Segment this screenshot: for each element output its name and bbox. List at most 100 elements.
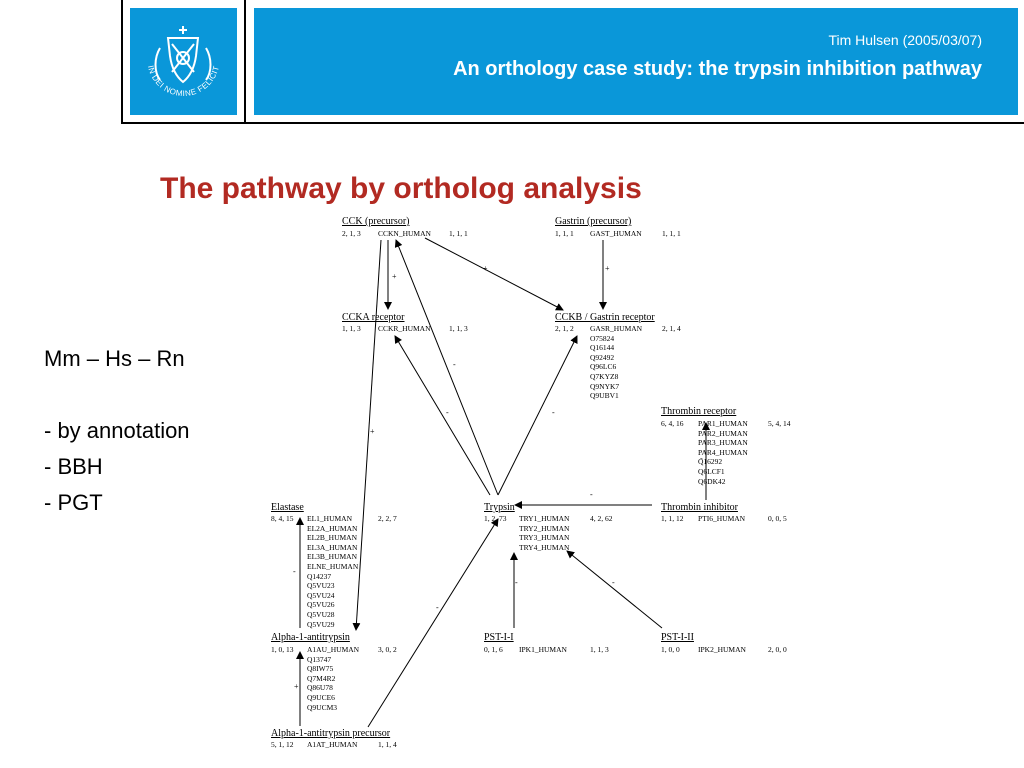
node-counts: 1, 1, 3 (342, 324, 361, 333)
protein-id: A1AU_HUMAN (307, 645, 360, 654)
sign-trypsin-cckb: - (552, 408, 555, 417)
protein-id: Q6DK42 (698, 476, 726, 486)
protein-id: Q7M4R2 (307, 673, 336, 683)
node-right-counts: 2, 0, 0 (768, 645, 787, 654)
logo: IN DEI NOMINE FELICITER (127, 1, 237, 115)
protein-id: Q9UBV1 (590, 391, 619, 401)
edge-cck-cckb (424, 237, 564, 311)
node-right-counts: 1, 1, 4 (378, 740, 397, 749)
sign-trypsin-ccka: - (446, 408, 449, 417)
protein-id: TRY2_HUMAN (519, 523, 570, 533)
protein-id: A1AT_HUMAN (307, 740, 358, 749)
protein-id: Q13747 (307, 654, 332, 664)
node-counts: 0, 1, 6 (484, 645, 503, 654)
node-title: Thrombin inhibitor (661, 502, 738, 513)
node-title: CCKB / Gastrin receptor (555, 312, 655, 323)
slide-subtitle: An orthology case study: the trypsin inh… (453, 58, 982, 80)
protein-id: EL2B_HUMAN (307, 533, 357, 543)
sign-thrombin-inhibitor-receptor: - (700, 454, 703, 463)
node-title: Alpha-1-antitrypsin precursor (271, 728, 391, 739)
protein-id: TRY3_HUMAN (519, 533, 570, 543)
node-ids: IPK1_HUMAN (519, 645, 567, 655)
protein-id: Q7KYZ8 (590, 371, 619, 381)
protein-id: Q9NYK7 (590, 381, 620, 391)
node-title: Thrombin receptor (661, 406, 737, 417)
sign-gastrin-cckb: + (605, 264, 610, 273)
method-bbh: - BBH (44, 454, 103, 479)
node-title: PST-I-I (484, 632, 514, 643)
node-ids: GAST_HUMAN (590, 229, 642, 239)
protein-id: Q9UCE6 (307, 692, 335, 702)
protein-id: Q5VU24 (307, 590, 335, 600)
protein-id: O75824 (590, 333, 615, 343)
node-ids: CCKR_HUMAN (378, 324, 431, 334)
node-right-counts: 2, 2, 7 (378, 514, 397, 523)
node-title: Alpha-1-antitrypsin (271, 632, 350, 643)
protein-id: CCKN_HUMAN (378, 229, 431, 238)
sign-cck-a1at: + (370, 427, 375, 436)
node-right-counts: 1, 1, 3 (449, 324, 468, 333)
edge-trypsin-cck (394, 239, 499, 496)
edge-precursor-trypsin (367, 518, 499, 728)
author-date: Tim Hulsen (2005/03/07) (828, 32, 982, 48)
node-ids: CCKN_HUMAN (378, 229, 431, 239)
edge-trypsin-cckb (497, 335, 578, 496)
header-frame-left (121, 0, 123, 124)
slide-title: The pathway by ortholog analysis (160, 172, 642, 205)
header-frame-divider (244, 0, 246, 124)
node-ids: IPK2_HUMAN (698, 645, 746, 655)
species-label: Mm – Hs – Rn (44, 346, 185, 371)
sign-elastase-a1at: - (293, 567, 296, 576)
node-ids: PTI6_HUMAN (698, 514, 745, 524)
protein-id: GAST_HUMAN (590, 229, 642, 238)
node-counts: 2, 1, 3 (342, 229, 361, 238)
protein-id: Q16292 (698, 457, 723, 467)
node-counts: 1, 1, 1 (555, 229, 574, 238)
node-title: CCK (precursor) (342, 216, 410, 227)
node-right-counts: 3, 0, 2 (378, 645, 397, 654)
protein-id: PTI6_HUMAN (698, 514, 746, 523)
protein-id: PAR4_HUMAN (698, 447, 748, 457)
sign-pst1-trypsin: - (515, 578, 518, 587)
protein-id: ELNE_HUMAN (307, 561, 359, 571)
edge-pst2-trypsin (566, 550, 663, 629)
node-right-counts: 5, 4, 14 (768, 419, 791, 428)
sign-thrombin-inhibitor-trypsin: - (590, 490, 593, 499)
sign-trypsin-cck: - (453, 360, 456, 369)
protein-id: EL2A_HUMAN (307, 523, 358, 533)
protein-id: IPK1_HUMAN (519, 645, 567, 654)
node-counts: 1, 1, 12 (661, 514, 684, 523)
protein-id: Q92492 (590, 352, 615, 362)
node-counts: 1, 2, 73 (484, 514, 507, 523)
protein-id: GASR_HUMAN (590, 324, 643, 333)
protein-id: Q5VU26 (307, 600, 335, 610)
protein-id: TRY4_HUMAN (519, 542, 570, 552)
protein-id: Q14237 (307, 571, 332, 581)
node-title: Gastrin (precursor) (555, 216, 632, 227)
sign-pst2-trypsin: - (612, 578, 615, 587)
node-counts: 5, 1, 12 (271, 740, 294, 749)
sign-precursor-a1at: + (294, 682, 299, 691)
sign-precursor-trypsin: - (436, 603, 439, 612)
university-seal-icon: IN DEI NOMINE FELICITER (127, 1, 221, 98)
protein-id: CCKR_HUMAN (378, 324, 431, 333)
protein-id: PAR3_HUMAN (698, 438, 748, 448)
node-right-counts: 2, 1, 4 (662, 324, 681, 333)
protein-id: Q9UCM3 (307, 702, 338, 712)
header-frame-bottom (121, 122, 1024, 124)
node-title: CCKA receptor (342, 312, 405, 323)
protein-id: Q5VU23 (307, 581, 335, 591)
protein-id: TRY1_HUMAN (519, 514, 570, 523)
node-counts: 1, 0, 13 (271, 645, 294, 654)
node-counts: 8, 4, 15 (271, 514, 294, 523)
node-counts: 2, 1, 2 (555, 324, 574, 333)
protein-id: PAR1_HUMAN (698, 419, 748, 428)
node-counts: 1, 0, 0 (661, 645, 680, 654)
node-title: Trypsin (484, 502, 515, 513)
node-title: Elastase (271, 502, 304, 513)
node-ids: A1AT_HUMAN (307, 740, 357, 750)
protein-id: PAR2_HUMAN (698, 428, 748, 438)
